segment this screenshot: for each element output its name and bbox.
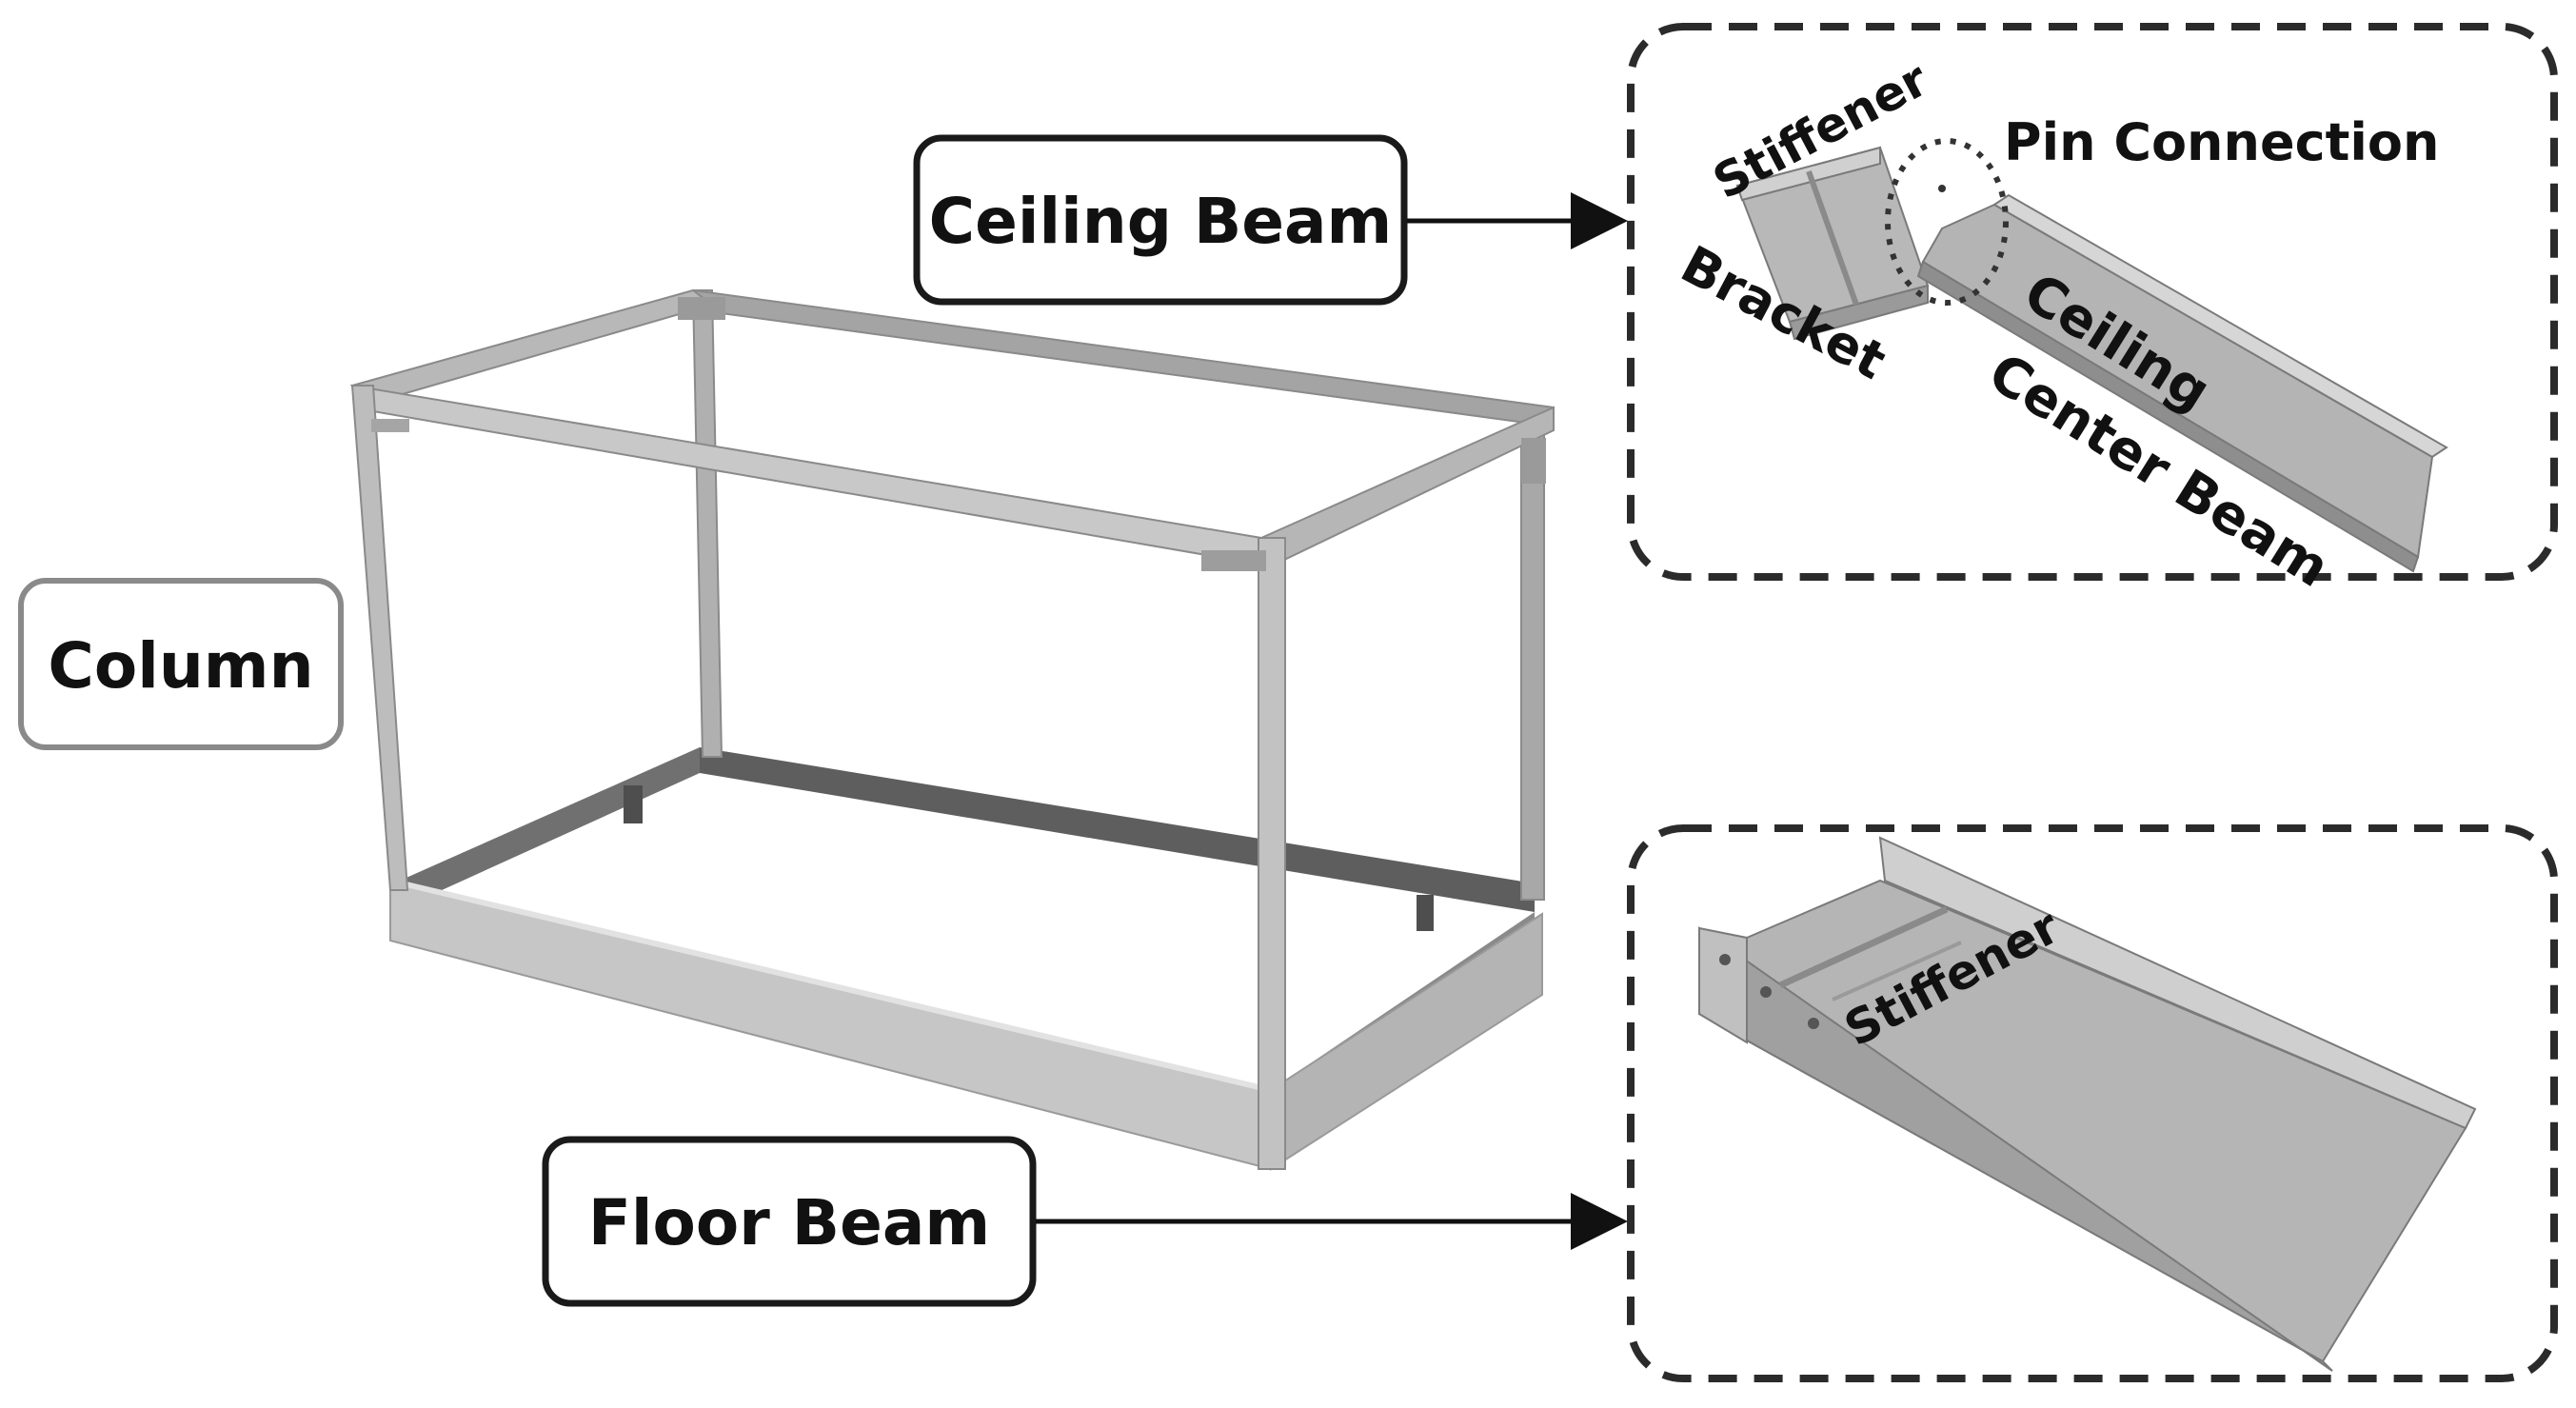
front-left-column <box>350 385 409 891</box>
right-ceiling-beam <box>1259 406 1555 564</box>
corner-bracket <box>678 297 725 320</box>
center-beam-wall <box>1992 193 2448 459</box>
floor-stiffener-plate <box>1832 941 1962 1001</box>
front-right-column <box>1258 537 1286 1170</box>
ceiling-beam-label: Ceiling Beam <box>929 185 1393 258</box>
column-label-box: Column <box>18 578 344 750</box>
bracket-stiffener <box>1806 169 1859 307</box>
floor-beam-back-wall <box>1878 836 2477 1130</box>
floor-stiffener-plate <box>1778 905 1949 989</box>
ceiling-beam-label-box: Ceiling Beam <box>913 134 1408 306</box>
bolt-hole <box>1760 986 1772 998</box>
floor-stiffener <box>1417 895 1434 931</box>
column-label: Column <box>48 629 313 703</box>
back-floor-beam <box>700 747 1535 912</box>
floor-beam-label-box: Floor Beam <box>542 1136 1037 1307</box>
pin-hole <box>1938 185 1946 192</box>
back-ceiling-beam <box>692 288 1555 428</box>
right-floor-beam-outer <box>1270 912 1543 1171</box>
bracket-side <box>1788 284 1929 341</box>
corner-bracket <box>371 419 409 432</box>
pin-connection-marker <box>1885 138 2009 306</box>
corner-bracket <box>1521 438 1546 484</box>
ceiling-center-beam <box>1921 203 2434 559</box>
center-beam-flange <box>1916 260 2420 573</box>
back-left-column <box>691 289 723 758</box>
left-floor-beam <box>400 747 700 909</box>
floor-stiffener <box>624 785 643 823</box>
floor-detail-panel: Stiffener <box>1627 824 2558 1382</box>
frame-module <box>349 288 1555 1171</box>
front-ceiling-beam <box>350 384 1262 566</box>
bolt-hole <box>1808 1018 1819 1029</box>
ceiling-detail-panel: Stiffener Pin Connection Bracket Ceiling… <box>1627 23 2558 600</box>
floor-beam-end-plate <box>1698 926 1748 1044</box>
bolt-hole <box>1719 954 1731 965</box>
pin-connection-label: Pin Connection <box>2004 112 2439 172</box>
corner-bracket <box>1201 550 1266 571</box>
front-floor-beam <box>389 879 1272 1171</box>
left-ceiling-beam <box>349 288 715 404</box>
floor-beam-label: Floor Beam <box>588 1186 990 1259</box>
